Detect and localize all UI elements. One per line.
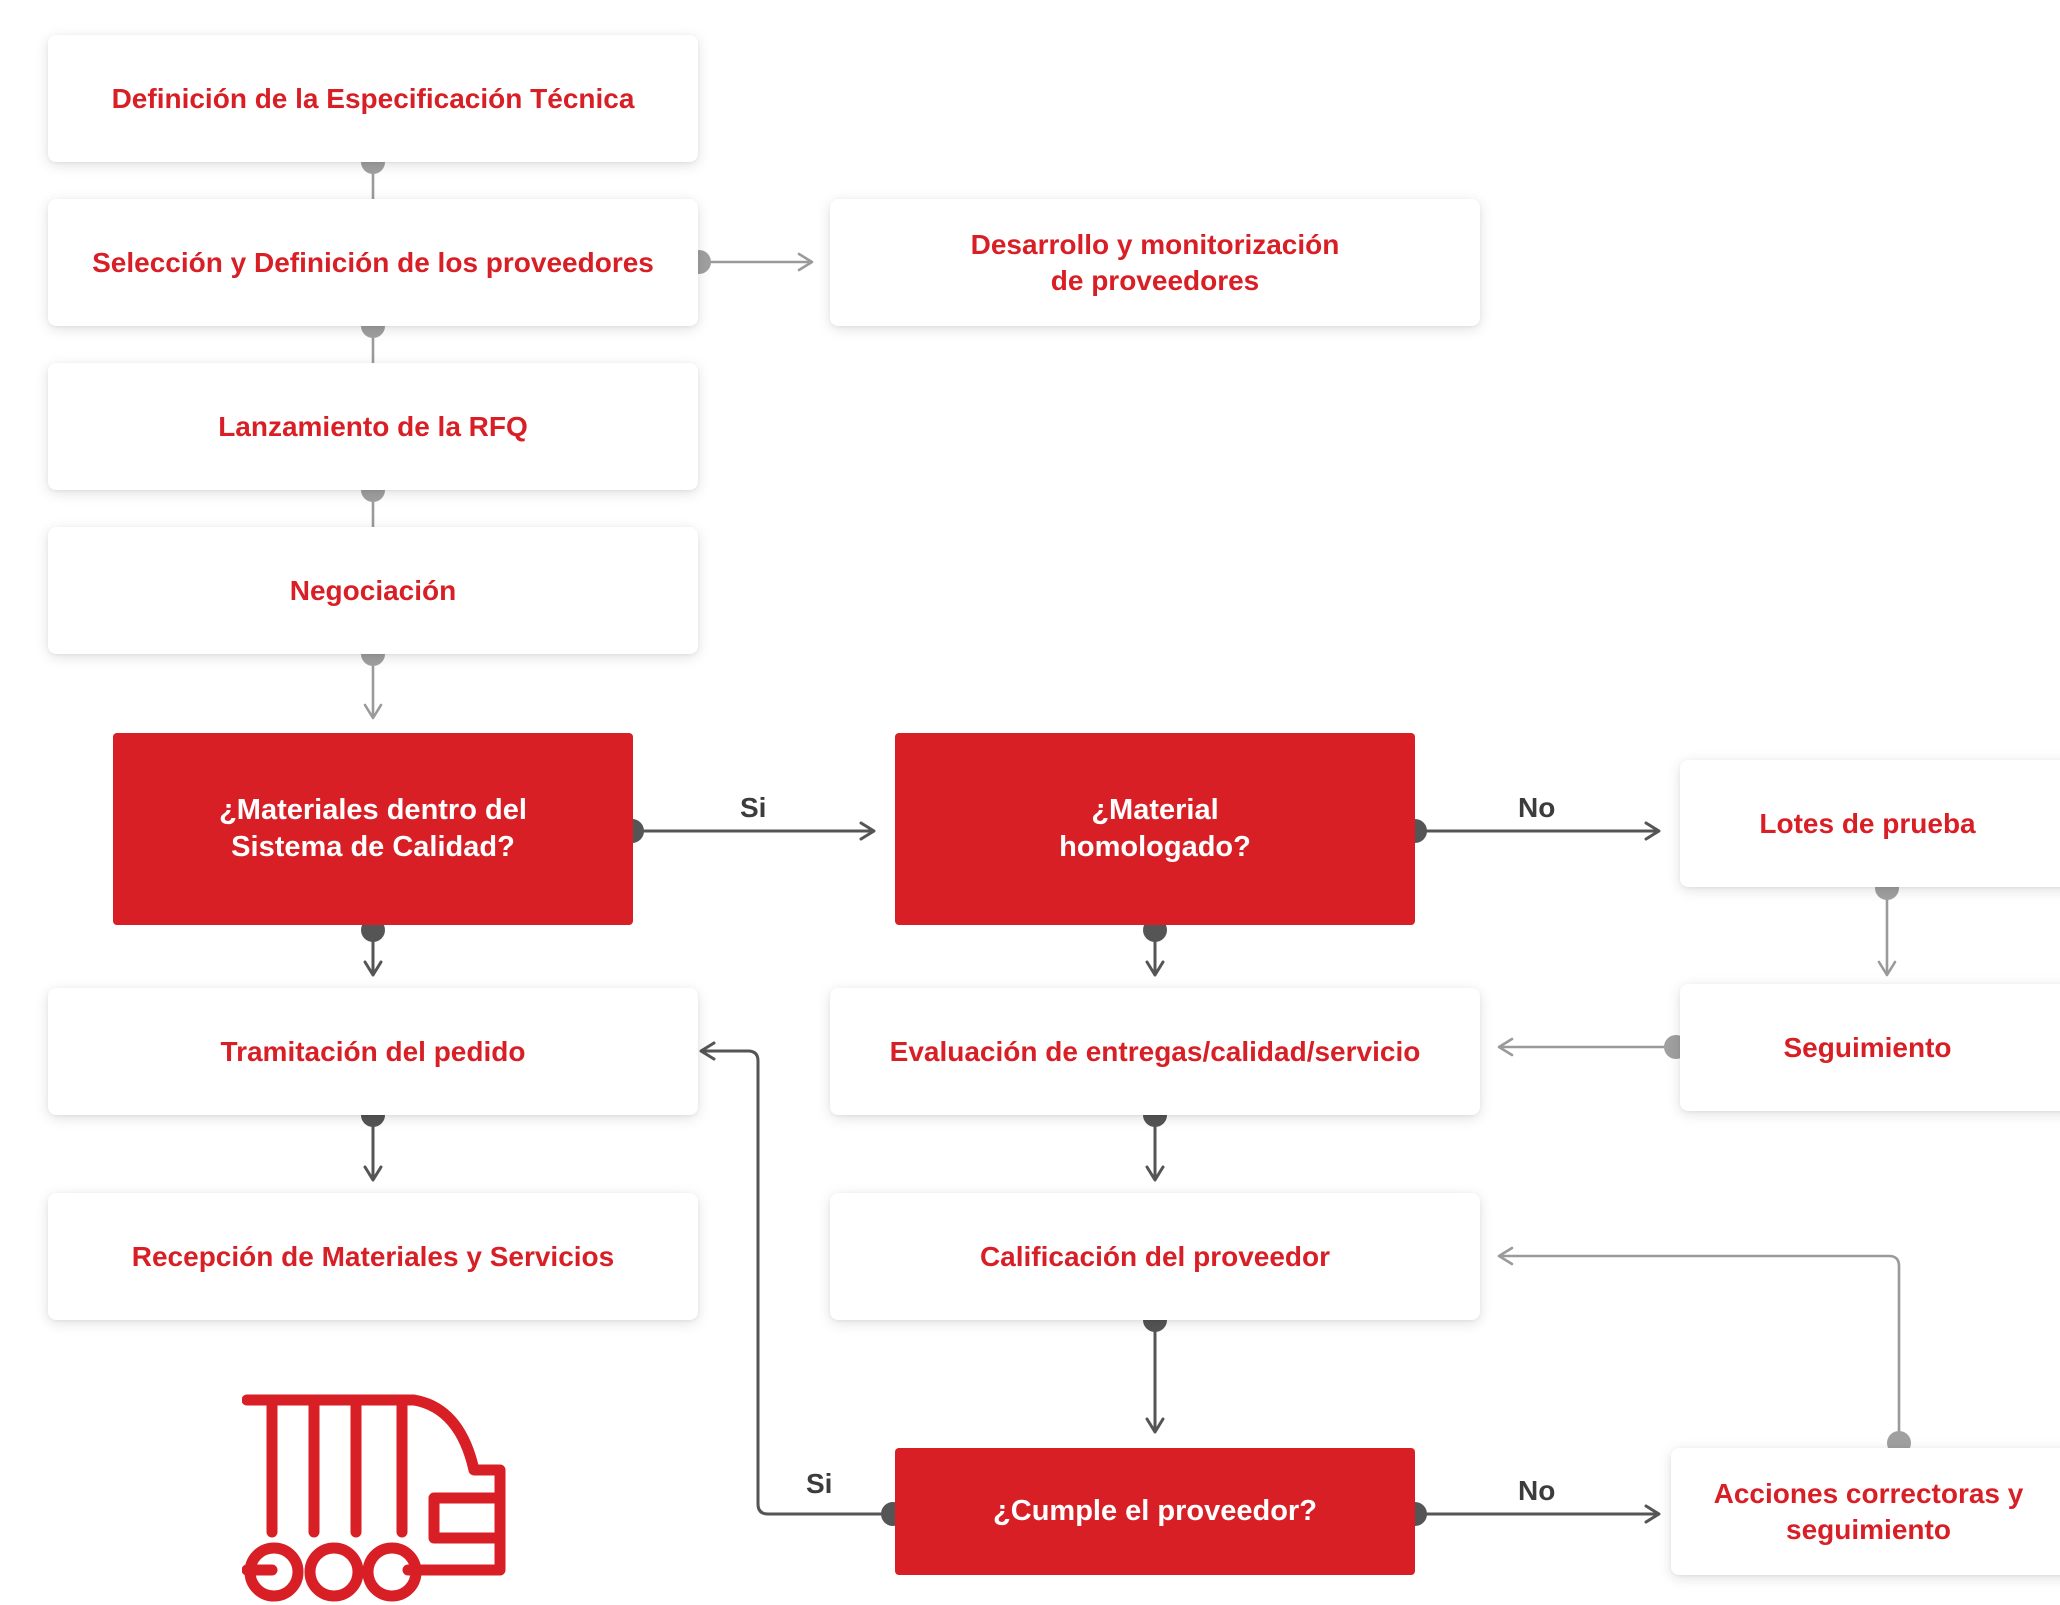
node-tramitacion-pedido: Tramitación del pedido — [48, 988, 698, 1115]
node-seleccion-proveedores: Selección y Definición de los proveedore… — [48, 199, 698, 326]
node-label: Seguimiento — [1783, 1031, 1952, 1063]
decision-label: ¿Materiales dentro del Sistema de Calida… — [219, 793, 527, 863]
node-label: Tramitación del pedido — [220, 1035, 526, 1067]
node-label: Lotes de prueba — [1759, 807, 1976, 839]
node-label: Lanzamiento de la RFQ — [218, 410, 528, 442]
edge-label-si-materiales: Si — [740, 792, 767, 823]
node-calificacion-proveedor: Calificación del proveedor — [830, 1193, 1480, 1320]
connector-lotes-seguimiento — [1875, 876, 1899, 977]
node-negociacion: Negociación — [48, 527, 698, 654]
edge-label-no-cumple: No — [1518, 1475, 1556, 1506]
decision-label: ¿Cumple el proveedor? — [993, 1494, 1317, 1527]
node-label: Selección y Definición de los proveedore… — [92, 246, 654, 278]
decision-cumple-proveedor: ¿Cumple el proveedor? — [895, 1448, 1415, 1575]
connector-seleccion-desarrollo — [687, 250, 814, 274]
node-label: Calificación del proveedor — [979, 1240, 1331, 1272]
node-desarrollo-monitorizacion: Desarrollo y monitorización de proveedor… — [830, 199, 1480, 326]
node-label: Acciones correctoras y seguimiento — [1713, 1477, 2024, 1545]
node-label: Desarrollo y monitorización de proveedor… — [970, 228, 1340, 296]
connector-materiales-tramitacion — [361, 918, 385, 977]
decision-material-homologado: ¿Material homologado? — [895, 733, 1415, 925]
edge-label-si-cumple: Si — [806, 1468, 833, 1499]
node-label: Evaluación de entregas/calidad/servicio — [889, 1035, 1421, 1067]
node-seguimiento: Seguimiento — [1680, 984, 2060, 1111]
decision-materiales-sistema-calidad: ¿Materiales dentro del Sistema de Calida… — [113, 733, 633, 925]
node-label: Recepción de Materiales y Servicios — [131, 1240, 615, 1272]
node-evaluacion-entregas: Evaluación de entregas/calidad/servicio — [830, 988, 1480, 1115]
node-label: Definición de la Especificación Técnica — [111, 82, 635, 114]
node-lotes-prueba: Lotes de prueba — [1680, 760, 2060, 887]
connector-homologado-evaluacion — [1143, 918, 1167, 977]
node-acciones-correctoras: Acciones correctoras y seguimiento — [1671, 1448, 2060, 1575]
node-especificacion-tecnica: Definición de la Especificación Técnica — [48, 35, 698, 162]
connector-calificacion-cumple — [1143, 1308, 1167, 1434]
node-label: Negociación — [289, 574, 457, 606]
edge-label-no-homologado: No — [1518, 792, 1556, 823]
connector-seguimiento-evaluacion — [1497, 1035, 1688, 1059]
node-lanzamiento-rfq: Lanzamiento de la RFQ — [48, 363, 698, 490]
decision-label: ¿Material homologado? — [1059, 793, 1251, 863]
node-recepcion-materiales: Recepción de Materiales y Servicios — [48, 1193, 698, 1320]
truck-icon — [242, 1394, 506, 1602]
connector-acciones-calificacion — [1497, 1246, 1911, 1455]
